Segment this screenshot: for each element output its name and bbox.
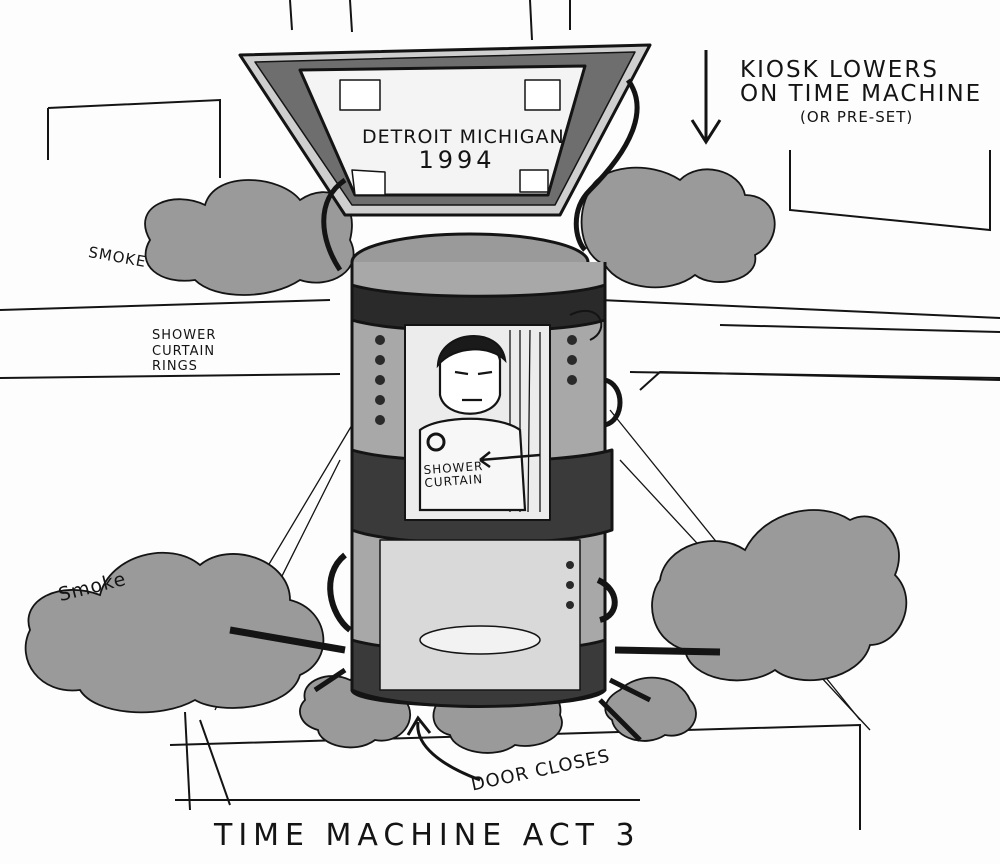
rings-label-line-1: SHOWER — [152, 328, 217, 343]
character — [418, 335, 541, 512]
annotation-arrows — [229, 50, 722, 782]
shower-curtain-rings — [375, 335, 577, 609]
rings-label: SHOWER CURTAIN RINGS — [152, 328, 216, 375]
smoke-clouds — [24, 166, 908, 754]
kiosk-note-line-1: KIOSK LOWERS — [740, 57, 939, 83]
curtain-label: SHOWER CURTAIN — [423, 459, 485, 490]
kiosk-sign: DETROIT MICHIGAN 1994 — [362, 126, 565, 174]
rings-label-line-3: RINGS — [152, 359, 198, 375]
stage-lines — [0, 0, 1000, 830]
kiosk-note-line-3: (OR PRE-SET) — [800, 108, 914, 127]
kiosk-note: KIOSK LOWERS ON TIME MACHINE (OR PRE-SET… — [740, 58, 982, 126]
kiosk — [238, 43, 652, 272]
kiosk-note-line-2: ON TIME MACHINE — [740, 81, 983, 108]
page-title: TIME MACHINE ACT 3 — [214, 818, 641, 853]
kiosk-sign-line-2: 1994 — [418, 145, 496, 174]
rings-label-line-2: CURTAIN — [152, 343, 216, 359]
kiosk-sign-line-1: DETROIT MICHIGAN — [362, 126, 565, 148]
